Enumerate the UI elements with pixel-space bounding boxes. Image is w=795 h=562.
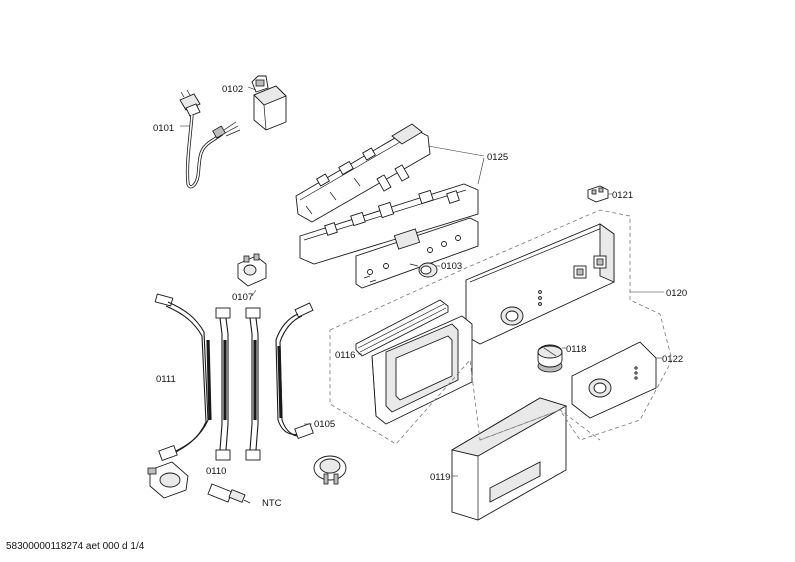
switch-part-0121: [587, 185, 609, 203]
control-panel-part-0120: [465, 223, 615, 345]
interference-filter-part-0102: [251, 75, 287, 131]
door-lock-part: [313, 455, 347, 485]
label-0121: 0121: [612, 190, 633, 201]
knob-part-0118: [537, 344, 563, 373]
wire-harness-part-0110: [215, 307, 261, 461]
drawing-number-footer: 58300000118274 aet 000 d 1/4: [6, 541, 145, 552]
detergent-drawer-part-0119: [450, 397, 568, 521]
label-0102: 0102: [222, 84, 243, 95]
label-0111: 0111: [156, 374, 176, 385]
label-0107: 0107: [232, 292, 253, 303]
label-0103: 0103: [441, 261, 462, 272]
label-0122: 0122: [662, 354, 683, 365]
ntc-sensor-part: [207, 483, 251, 504]
wire-harness-part-0111: [154, 293, 212, 462]
label-0110: 0110: [206, 466, 226, 477]
shaft-part-0103: [409, 262, 438, 278]
label-0120: 0120: [666, 288, 687, 299]
label-0119: 0119: [430, 472, 450, 483]
label-0101: 0101: [153, 123, 174, 134]
inlay-panel-part-0122: [571, 341, 657, 419]
electronic-module-part-0125: [295, 123, 479, 289]
pressure-switch-part: [147, 461, 189, 499]
label-0105: 0105: [314, 419, 335, 430]
housing-frame-part-0116: [355, 299, 473, 425]
label-ntc: NTC: [262, 498, 282, 509]
label-0116: 0116: [335, 350, 355, 361]
assembly-outline: [329, 209, 673, 445]
leader-lines: [180, 86, 664, 477]
wire-harness-part-0105: [275, 302, 314, 440]
label-0125: 0125: [487, 152, 508, 163]
power-cord-part-0101: [179, 89, 241, 189]
label-0118: 0118: [566, 344, 586, 355]
component-part-0107: [237, 253, 267, 287]
